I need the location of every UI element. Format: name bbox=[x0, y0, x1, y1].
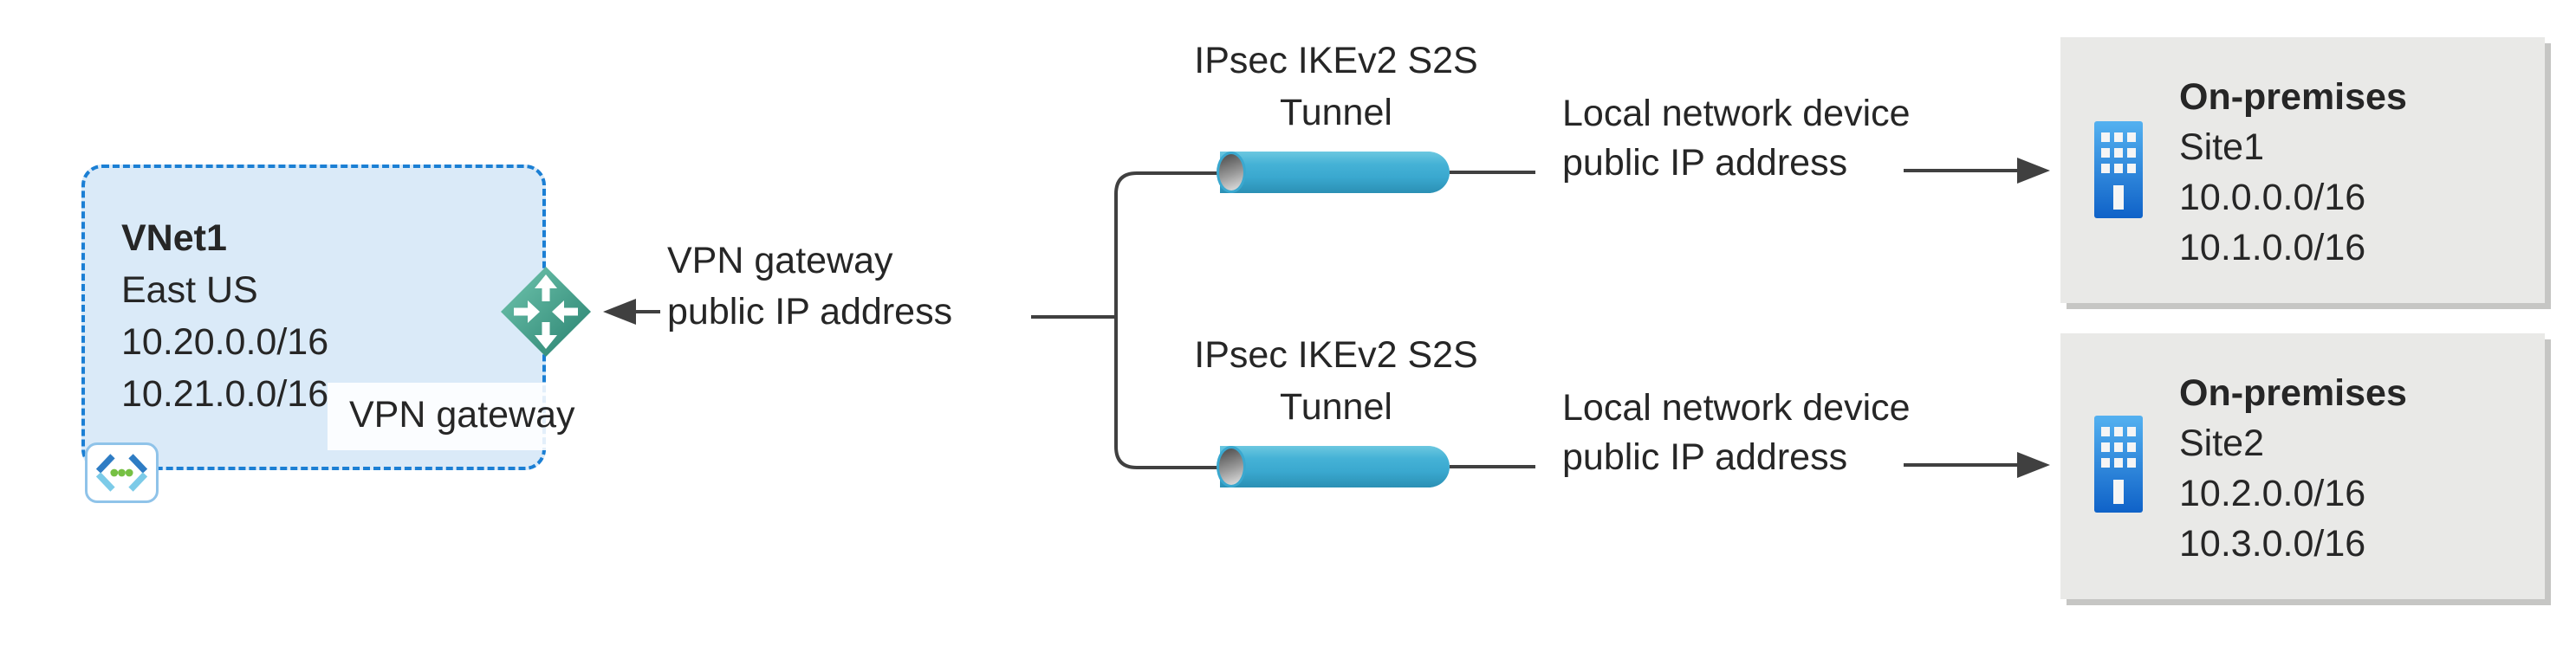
device1-label-line2: public IP address bbox=[1562, 142, 1848, 184]
site1-name: Site1 bbox=[2179, 126, 2265, 168]
tunnel1-cylinder-cap-icon bbox=[1217, 152, 1246, 193]
vpn-gateway-label-text: VPN gateway bbox=[349, 394, 575, 436]
site2-info: On-premises Site2 10.2.0.0/16 10.3.0.0/1… bbox=[2179, 368, 2407, 569]
site2-name: Site2 bbox=[2179, 423, 2265, 464]
site2-prefix-2: 10.3.0.0/16 bbox=[2179, 523, 2366, 565]
site1-box: On-premises Site1 10.0.0.0/16 10.1.0.0/1… bbox=[2060, 37, 2545, 303]
gateway-arrow-head-icon bbox=[603, 299, 636, 325]
site2-title: On-premises bbox=[2179, 372, 2407, 414]
site1-title: On-premises bbox=[2179, 76, 2407, 118]
site2-arrow-head-icon bbox=[2017, 452, 2050, 478]
virtual-network-icon bbox=[85, 442, 159, 503]
gateway-ip-label-line1: VPN gateway bbox=[667, 240, 893, 281]
tunnel1-cylinder-icon bbox=[1220, 152, 1450, 193]
site1-arrow-head-icon bbox=[2017, 158, 2050, 184]
site2-prefix-1: 10.2.0.0/16 bbox=[2179, 473, 2366, 514]
vnet-name: VNet1 bbox=[121, 217, 227, 259]
gateway-ip-label-line2: public IP address bbox=[667, 291, 953, 332]
building-icon-glyph bbox=[2094, 121, 2143, 218]
tunnel2-label-line1: IPsec IKEv2 S2S bbox=[1194, 334, 1478, 376]
site1-prefix-2: 10.1.0.0/16 bbox=[2179, 227, 2366, 268]
device2-label-line1: Local network device bbox=[1562, 387, 1911, 429]
site1-prefix-1: 10.0.0.0/16 bbox=[2179, 177, 2366, 218]
device2-label-line2: public IP address bbox=[1562, 436, 1848, 478]
device1-label: Local network device public IP address bbox=[1562, 89, 1911, 188]
vpn-gateway-label: VPN gateway bbox=[328, 383, 582, 450]
building-icon bbox=[2094, 121, 2143, 218]
building-icon-glyph bbox=[2094, 416, 2143, 513]
vnet-prefix-1: 10.20.0.0/16 bbox=[121, 321, 329, 363]
tunnel2-label-line2: Tunnel bbox=[1280, 386, 1392, 428]
tunnel2-cylinder-icon bbox=[1220, 446, 1450, 487]
vpn-gateway-icon bbox=[500, 266, 592, 358]
site1-info: On-premises Site1 10.0.0.0/16 10.1.0.0/1… bbox=[2179, 72, 2407, 273]
vnet-prefix-2: 10.21.0.0/16 bbox=[121, 373, 329, 415]
virtual-network-icon-glyph bbox=[95, 454, 148, 492]
device2-label: Local network device public IP address bbox=[1562, 384, 1911, 482]
tunnel2-label: IPsec IKEv2 S2S Tunnel bbox=[1119, 329, 1553, 433]
building-icon bbox=[2094, 416, 2143, 513]
tunnel1-label: IPsec IKEv2 S2S Tunnel bbox=[1119, 35, 1553, 139]
site2-box: On-premises Site2 10.2.0.0/16 10.3.0.0/1… bbox=[2060, 333, 2545, 599]
vpn-gateway-icon-glyph bbox=[501, 267, 591, 357]
tunnel2-cylinder-cap-icon bbox=[1217, 446, 1246, 487]
vnet-info: VNet1 East US 10.20.0.0/16 10.21.0.0/16 bbox=[121, 212, 328, 420]
tunnel-branch-line bbox=[1114, 171, 1223, 469]
device1-label-line1: Local network device bbox=[1562, 93, 1911, 134]
tunnel1-label-line2: Tunnel bbox=[1280, 92, 1392, 133]
gateway-ip-label: VPN gateway public IP address bbox=[667, 236, 952, 338]
vnet-region: East US bbox=[121, 269, 258, 311]
tunnel1-label-line1: IPsec IKEv2 S2S bbox=[1194, 40, 1478, 81]
